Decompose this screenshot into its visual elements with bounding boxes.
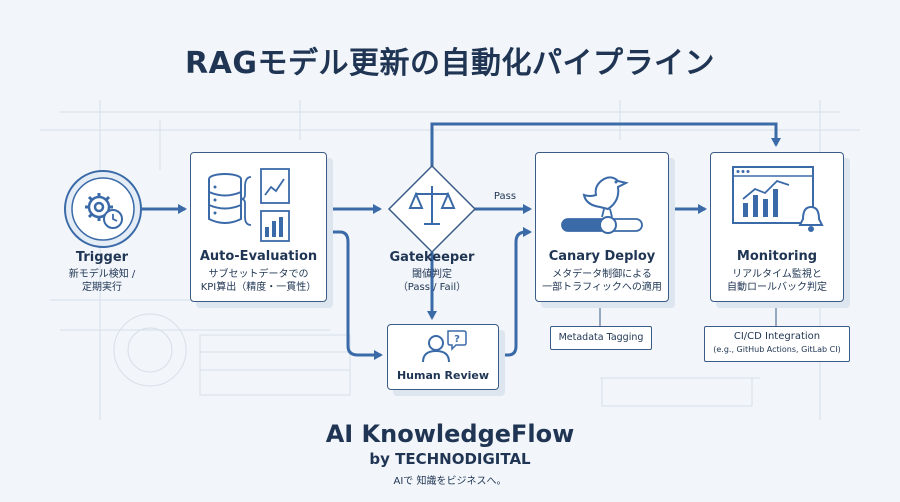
metadata-tagging-tag: Metadata Tagging xyxy=(550,326,652,350)
auto-evaluation-title: Auto-Evaluation xyxy=(199,249,318,264)
brand-tagline: AIで 知識をビジネスへ。 xyxy=(393,476,507,487)
gatekeeper-desc-line1: 閾値判定 xyxy=(412,269,452,280)
brand-name: AI KnowledgeFlow xyxy=(325,420,575,448)
monitoring-title: Monitoring xyxy=(736,249,818,264)
gatekeeper-desc-line2: （Pass / Fail） xyxy=(397,282,467,293)
human-review-title: Human Review xyxy=(396,369,490,382)
scale-icon xyxy=(408,186,456,225)
auto-evaluation-desc-line2: KPI算出（精度・一貫性） xyxy=(200,282,317,293)
edge-review-to-canary xyxy=(498,227,532,357)
monitor-alert-icon xyxy=(732,166,824,232)
canary-deploy-title: Canary Deploy xyxy=(548,249,656,264)
trigger-title: Trigger xyxy=(75,250,129,265)
auto-evaluation-node: Auto-Evaluation サブセットデータでの KPI算出（精度・一貫性） xyxy=(190,152,327,302)
gatekeeper-diamond xyxy=(387,164,477,254)
monitoring-desc-line2: 自動ロールバック判定 xyxy=(727,282,827,293)
gatekeeper-title: Gatekeeper xyxy=(389,250,475,265)
brand-by-line: by TECHNODIGITAL xyxy=(369,450,531,468)
person-question-icon: ? xyxy=(422,330,467,363)
monitoring-desc-line1: リアルタイム監視と xyxy=(732,269,822,280)
edge-eval-to-review xyxy=(328,230,383,360)
canary-deploy-node: Canary Deploy メタデータ制御による 一部トラフィックへの適用 xyxy=(535,152,669,302)
monitoring-node: Monitoring リアルタイム監視と 自動ロールバック判定 xyxy=(710,152,844,302)
trigger-gear-clock-icon xyxy=(64,170,142,248)
canary-deploy-desc-line1: メタデータ制御による xyxy=(552,269,652,280)
svg-text:?: ? xyxy=(454,334,460,345)
bird-toggle-icon xyxy=(561,176,643,234)
human-review-node: ? Human Review xyxy=(387,324,499,390)
canary-deploy-desc-line2: 一部トラフィックへの適用 xyxy=(542,282,662,293)
trigger-desc-line1: 新モデル検知 / xyxy=(68,269,136,280)
cicd-integration-title: CI/CD Integration xyxy=(733,331,821,342)
database-report-icon xyxy=(208,168,290,242)
cicd-integration-tag: CI/CD Integration (e.g., GitHub Actions,… xyxy=(704,326,850,362)
edge-pass-label: Pass xyxy=(493,191,517,202)
page-title: RAGモデル更新の自動化パイプライン xyxy=(185,46,715,81)
edge-gate-to-monitoring xyxy=(430,122,781,168)
cicd-integration-subtitle: (e.g., GitHub Actions, GitLab CI) xyxy=(713,345,841,354)
auto-evaluation-desc-line1: サブセットデータでの xyxy=(208,269,309,280)
trigger-desc-line2: 定期実行 xyxy=(82,282,122,293)
